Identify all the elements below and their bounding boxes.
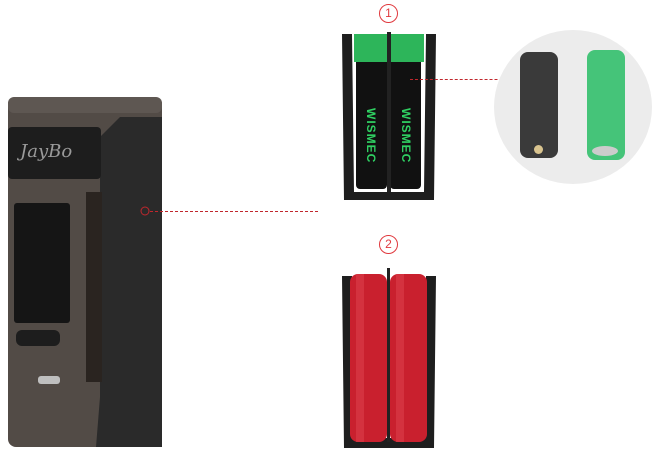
mod-logo: JayBo: [20, 141, 73, 162]
mod-device: JayBo: [8, 97, 164, 449]
wrapped-battery: [520, 52, 558, 158]
battery-terminal-icon: [534, 145, 543, 154]
label-2: 2: [379, 235, 398, 254]
tray-illustration: [342, 268, 436, 448]
battery-brand-left: WISMEC: [364, 108, 378, 164]
pointer-line-battery: [410, 79, 582, 80]
battery-wrap-loupe: [494, 30, 652, 184]
battery-tray-red: [342, 266, 436, 449]
battery-tray-green: WISMEC WISMEC: [342, 32, 436, 202]
tray-illustration: [342, 32, 436, 200]
battery-cap: [592, 146, 618, 156]
pointer-line-mod: [150, 211, 318, 212]
bare-green-battery: [587, 50, 625, 160]
battery-brand-right: WISMEC: [399, 108, 413, 164]
label-1: 1: [379, 4, 398, 23]
mod-body-illustration: [8, 97, 162, 447]
